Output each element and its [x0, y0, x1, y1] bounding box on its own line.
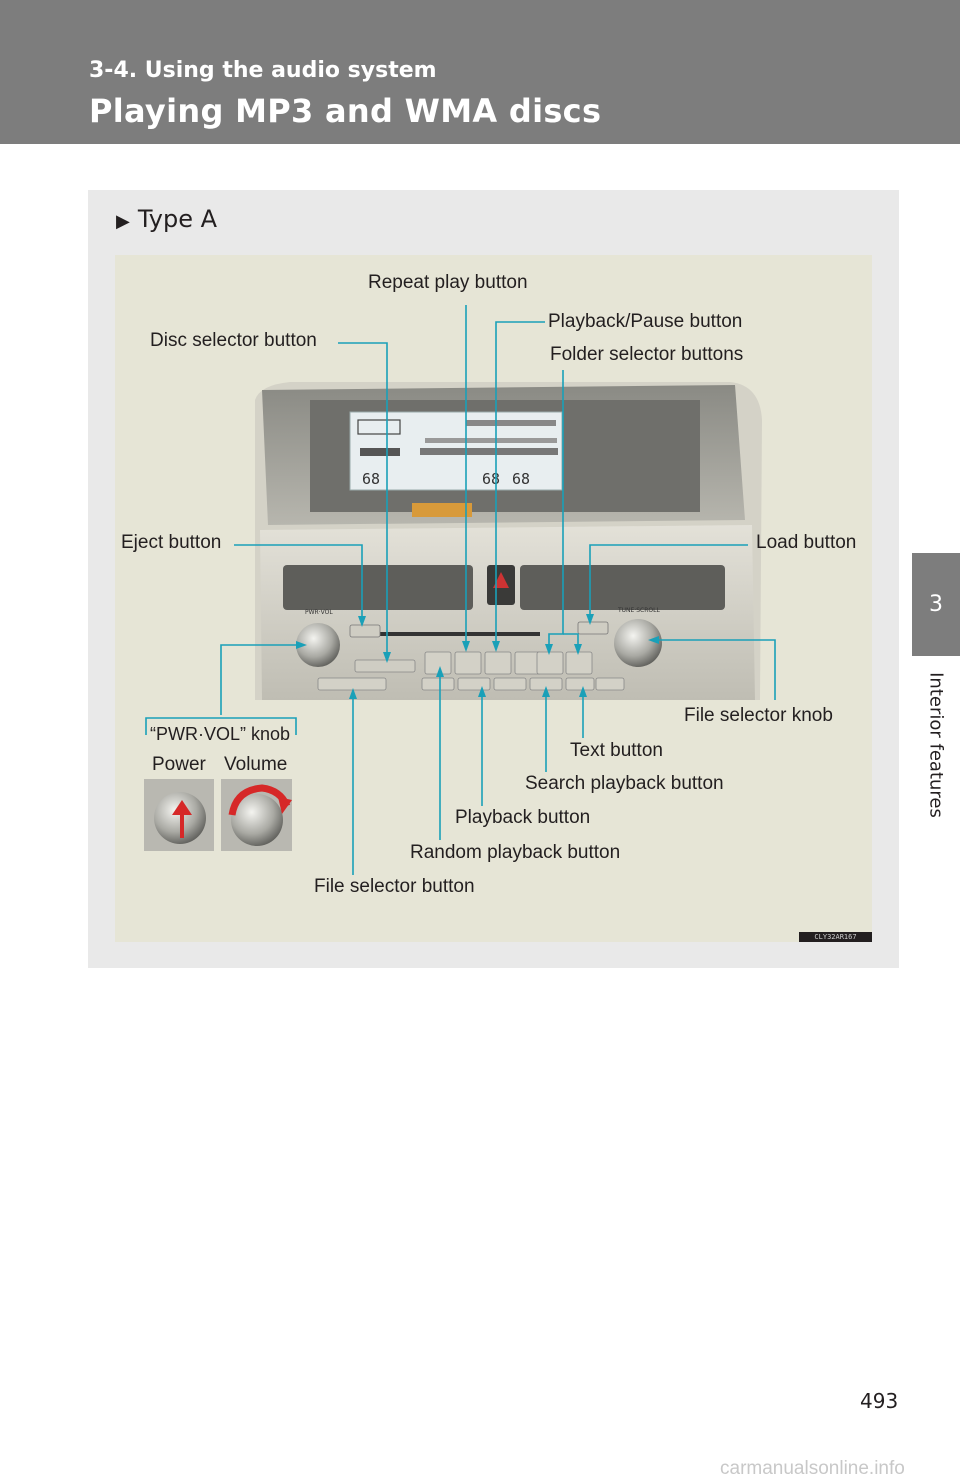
- triangle-icon: ▶: [116, 211, 130, 232]
- label-file-selector-knob: File selector knob: [684, 705, 833, 726]
- label-load: Load button: [756, 532, 857, 553]
- label-pwr-vol-knob: “PWR·VOL” knob: [150, 724, 291, 744]
- label-volume: Volume: [224, 754, 288, 775]
- left-vent: [283, 565, 473, 610]
- preset-buttons: [424, 651, 593, 675]
- display-row: [420, 448, 558, 455]
- label-disc-selector: Disc selector button: [150, 330, 317, 351]
- page-title: Playing MP3 and WMA discs: [89, 92, 602, 130]
- display-temp: 68: [482, 470, 500, 488]
- label-search-playback: Search playback button: [525, 773, 724, 794]
- push-arrow-icon: [172, 800, 192, 838]
- label-random-playback: Random playback button: [410, 842, 621, 863]
- label-folder-selector: Folder selector buttons: [550, 344, 744, 365]
- tune-scroll-knob-icon: [614, 619, 662, 667]
- type-label-text: Type A: [137, 205, 218, 233]
- pwr-vol-text: PWR·VOL: [305, 609, 333, 616]
- label-playback-pause: Playback/Pause button: [548, 311, 743, 332]
- hazard-icon: [493, 572, 509, 588]
- display-row: [360, 448, 400, 456]
- eject-button-icon: [349, 624, 381, 638]
- label-repeat-play: Repeat play button: [368, 272, 528, 293]
- chapter-number: 3: [929, 592, 943, 617]
- watermark: carmanualsonline.info: [720, 1458, 905, 1479]
- section-title: 3-4. Using the audio system: [89, 58, 437, 83]
- disc-slot: [380, 632, 540, 636]
- disc-selector-icon: [354, 659, 416, 673]
- image-code: CLY32AR167: [799, 932, 872, 942]
- lower-buttons: [317, 677, 625, 691]
- page-number: 493: [860, 1389, 899, 1413]
- display-row: [425, 438, 557, 443]
- label-playback: Playback button: [455, 807, 591, 828]
- label-text-button: Text button: [570, 740, 663, 761]
- display-row: [466, 420, 556, 426]
- indicator-strip: [412, 503, 472, 517]
- volume-knob-icon: [231, 794, 283, 846]
- right-vent: [520, 565, 725, 610]
- tune-scroll-text: TUNE·SCROLL: [617, 607, 660, 614]
- display-clock: [357, 419, 401, 435]
- display-temp: 68: [512, 470, 530, 488]
- callout-arrows: [296, 614, 659, 699]
- type-label: ▶ Type A: [116, 205, 217, 233]
- label-eject: Eject button: [121, 532, 222, 553]
- label-file-selector-button: File selector button: [314, 876, 475, 897]
- load-button-icon: [577, 621, 609, 635]
- display-temp: 68: [362, 470, 380, 488]
- chapter-tab: 3: [912, 553, 960, 656]
- label-power: Power: [152, 754, 206, 775]
- pwr-vol-knob-icon: [296, 623, 340, 667]
- callout-lines: [145, 305, 776, 875]
- rotate-arrowhead-icon: [278, 797, 292, 814]
- page-header: 3-4. Using the audio system Playing MP3 …: [0, 0, 960, 144]
